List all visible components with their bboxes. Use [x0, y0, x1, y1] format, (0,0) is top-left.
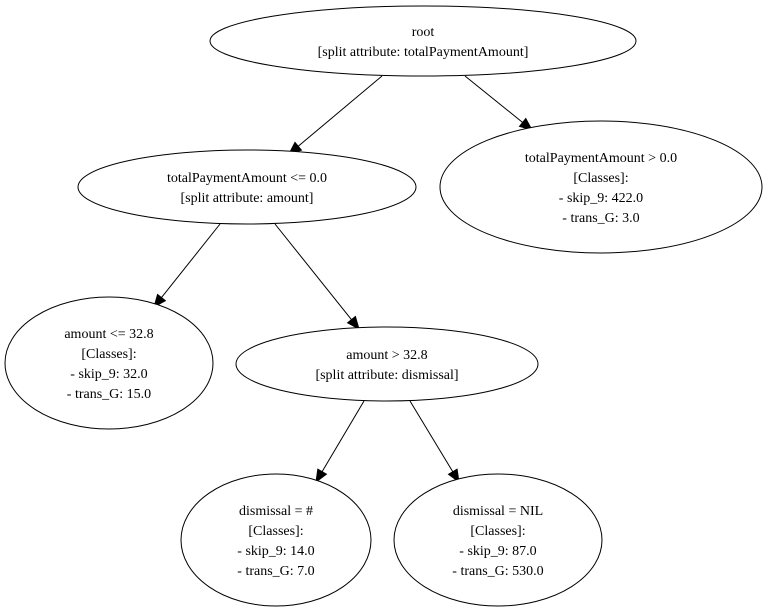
- edge-line: [297, 75, 383, 147]
- tree-node-amt-le: amount <= 32.8 [Classes]: - skip_9: 32.0 - …: [4, 296, 214, 430]
- edge-root-to-tpa-gt: [464, 75, 534, 131]
- node-ellipse: [393, 473, 603, 607]
- node-label-line: [Classes]:: [248, 524, 303, 539]
- edge-line: [161, 223, 221, 298]
- node-label-line: - skip_9: 32.0: [70, 367, 147, 382]
- edge-tpa-le-to-amt-gt: [274, 223, 360, 331]
- arrowhead-icon: [315, 468, 328, 484]
- edge-line: [274, 223, 352, 320]
- tree-node-root: root [split attribute: totalPaymentAmount…: [209, 5, 637, 77]
- node-ellipse: [180, 473, 372, 607]
- node-ellipse: [235, 326, 539, 402]
- node-label-line: amount > 32.8: [346, 348, 427, 363]
- node-label-line: - trans_G: 530.0: [452, 564, 543, 579]
- node-label-line: [Classes]:: [470, 524, 525, 539]
- node-ellipse: [209, 5, 637, 77]
- tree-node-tpa-gt: totalPaymentAmount > 0.0 [Classes]: - skip…: [439, 120, 763, 254]
- edge-root-to-tpa-le: [288, 75, 383, 155]
- node-label-line: totalPaymentAmount <= 0.0: [167, 171, 327, 186]
- node-label-line: [Classes]:: [81, 347, 136, 362]
- edge-amt-gt-to-dis-hash: [315, 400, 365, 484]
- node-label-line: - skip_9: 422.0: [559, 191, 643, 206]
- tree-node-dis-nil: dismissal = NIL [Classes]: - skip_9: 87.0 -…: [393, 473, 603, 607]
- tree-node-dis-hash: dismissal = # [Classes]: - skip_9: 14.0 - t…: [180, 473, 372, 607]
- edge-line: [409, 400, 454, 472]
- node-label-line: - skip_9: 87.0: [459, 544, 536, 559]
- edge-amt-gt-to-dis-nil: [409, 400, 460, 484]
- node-label-line: dismissal = #: [239, 504, 313, 519]
- node-label-line: - trans_G: 15.0: [67, 387, 151, 402]
- edges-layer: [153, 75, 534, 484]
- node-label-line: [Classes]:: [573, 171, 628, 186]
- node-label-line: [split attribute: totalPaymentAmount]: [318, 45, 529, 60]
- node-ellipse: [4, 296, 214, 430]
- node-label-line: [split attribute: dismissal]: [315, 368, 458, 383]
- node-label-line: - skip_9: 14.0: [237, 544, 314, 559]
- tree-node-amt-gt: amount > 32.8 [split attribute: dismissal…: [235, 326, 539, 402]
- node-label-line: root: [412, 25, 435, 40]
- node-label-line: dismissal = NIL: [453, 504, 543, 519]
- tree-node-tpa-le: totalPaymentAmount <= 0.0 [split attribut…: [77, 149, 417, 225]
- node-label-line: totalPaymentAmount > 0.0: [525, 151, 677, 166]
- nodes-layer: root [split attribute: totalPaymentAmount…: [4, 5, 763, 607]
- node-ellipse: [77, 149, 417, 225]
- edge-line: [321, 400, 365, 472]
- edge-tpa-le-to-amt-le: [153, 223, 221, 309]
- node-label-line: - trans_G: 3.0: [562, 211, 639, 226]
- arrowhead-icon: [346, 315, 360, 331]
- node-ellipse: [439, 120, 763, 254]
- node-label-line: amount <= 32.8: [64, 327, 153, 342]
- edge-line: [464, 75, 523, 123]
- node-label-line: [split attribute: amount]: [181, 191, 314, 206]
- node-label-line: - trans_G: 7.0: [237, 564, 314, 579]
